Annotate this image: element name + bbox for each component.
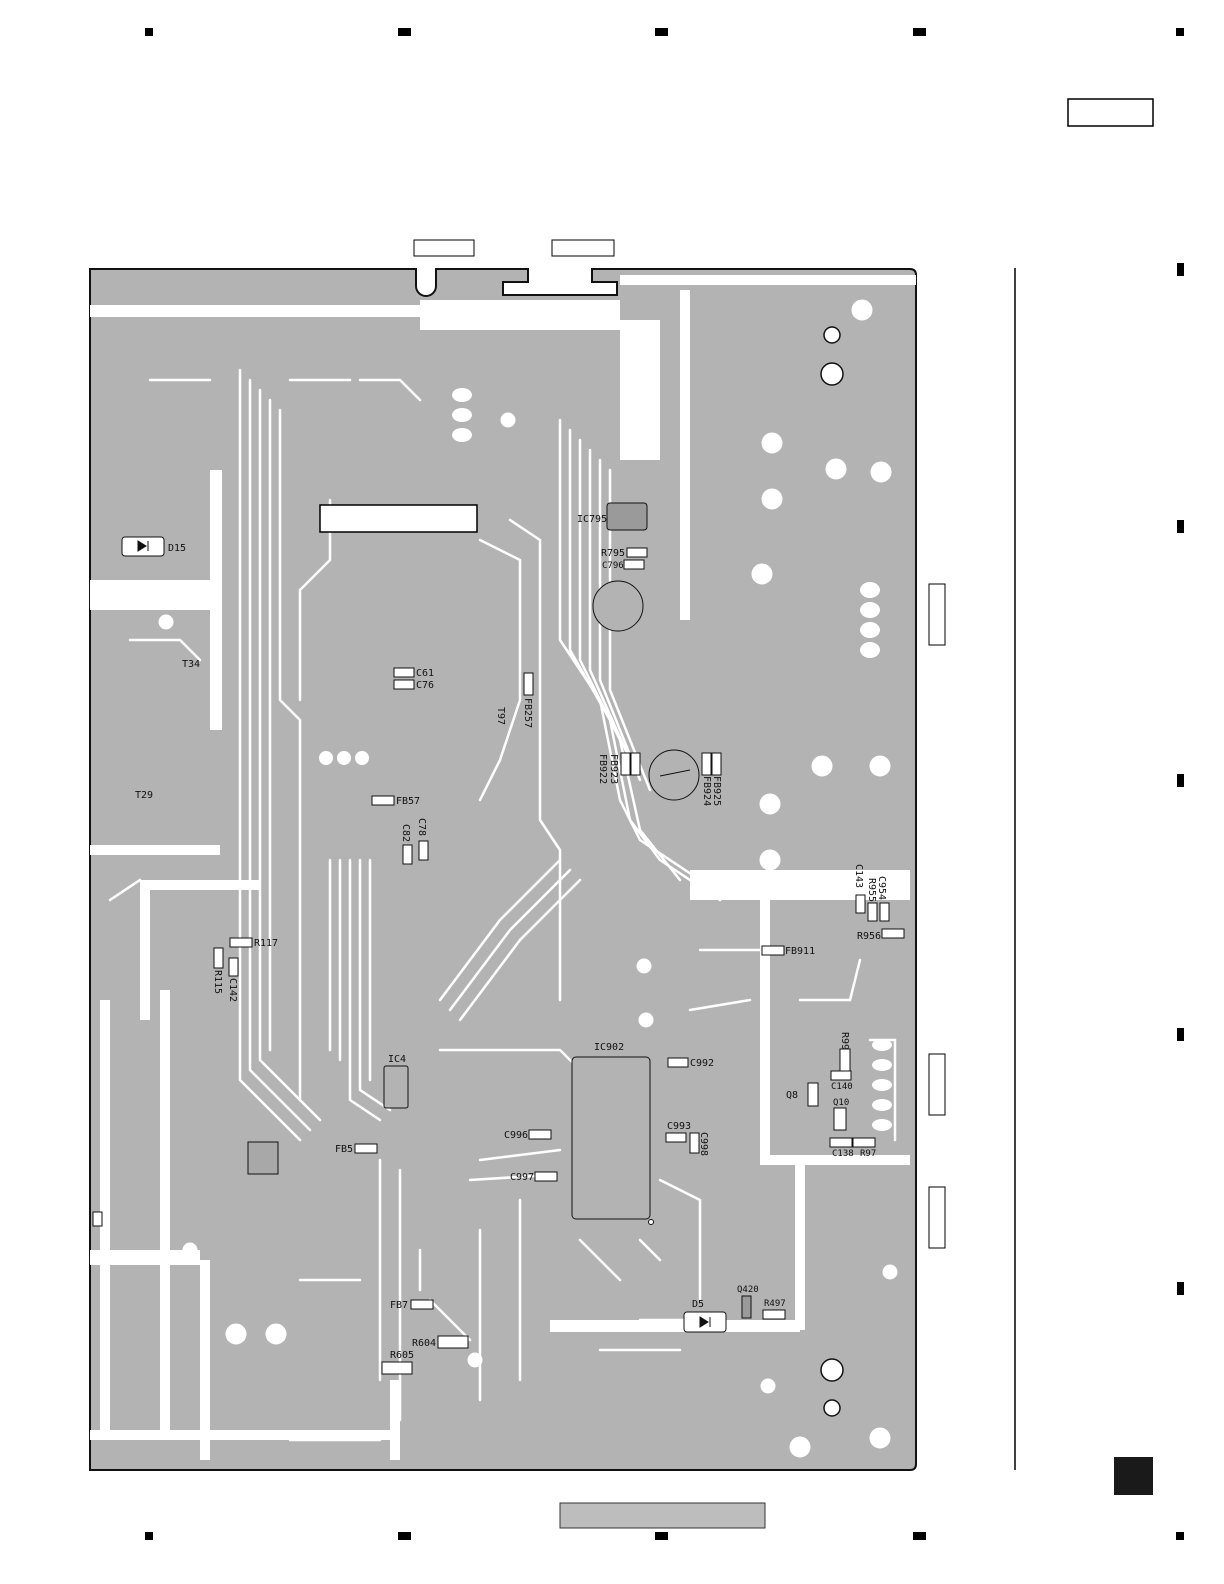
label-c140: C140 [831,1082,853,1092]
page-label-box [1068,99,1153,126]
label-ic4: IC4 [388,1054,406,1065]
label-c78: C78 [416,818,427,836]
registration-marks-right [1177,263,1184,1295]
side-label-box-3 [929,1187,945,1248]
label-c796: C796 [602,561,624,571]
corner-tab [1114,1457,1153,1495]
reference-label-box [320,505,477,532]
label-fb7: FB7 [390,1300,408,1311]
connector-label-box-left [414,240,474,256]
label-r115: R115 [212,970,223,994]
label-t34: T34 [182,659,200,670]
side-label-box-2 [929,1054,945,1115]
registration-marks-top [145,28,1184,36]
label-d5: D5 [692,1299,704,1310]
side-label-box-1 [929,584,945,645]
label-c997: C997 [510,1172,534,1183]
label-fb257: FB257 [522,698,533,728]
label-c992: C992 [690,1058,714,1069]
label-q10: Q10 [833,1098,849,1108]
label-fb5: FB5 [335,1144,353,1155]
label-r497: R497 [764,1299,786,1309]
label-c143: C143 [853,864,864,888]
label-r956: R956 [857,931,881,942]
label-ic902: IC902 [594,1042,624,1053]
label-fb923: FB923 [608,754,619,784]
label-c996: C996 [504,1130,528,1141]
label-fb924: FB924 [701,776,712,806]
label-t29: T29 [135,790,153,801]
label-r117: R117 [254,938,278,949]
label-r955: R955 [866,878,877,902]
label-r97: R97 [860,1149,876,1159]
label-c76: C76 [416,680,434,691]
label-t97: T97 [495,707,506,725]
label-c82: C82 [400,824,411,842]
label-q8: Q8 [786,1090,798,1101]
label-ic795: IC795 [577,514,607,525]
label-c142: C142 [227,978,238,1002]
label-fb911: FB911 [785,946,815,957]
label-r99: R99 [839,1032,850,1050]
label-q420: Q420 [737,1285,759,1295]
label-r605: R605 [390,1350,414,1361]
label-r604: R604 [412,1338,436,1349]
connector-label-box-right [552,240,614,256]
footer-label-box [560,1503,765,1528]
label-d15: D15 [168,543,186,554]
label-r795: R795 [601,548,625,559]
pcb-board [90,269,916,1470]
label-c61: C61 [416,668,434,679]
label-c993: C993 [667,1121,691,1132]
label-fb57: FB57 [396,796,420,807]
registration-marks-bottom [145,1532,1184,1540]
label-c998: C998 [698,1132,709,1156]
label-fb922: FB922 [597,754,608,784]
label-c138: C138 [832,1149,854,1159]
